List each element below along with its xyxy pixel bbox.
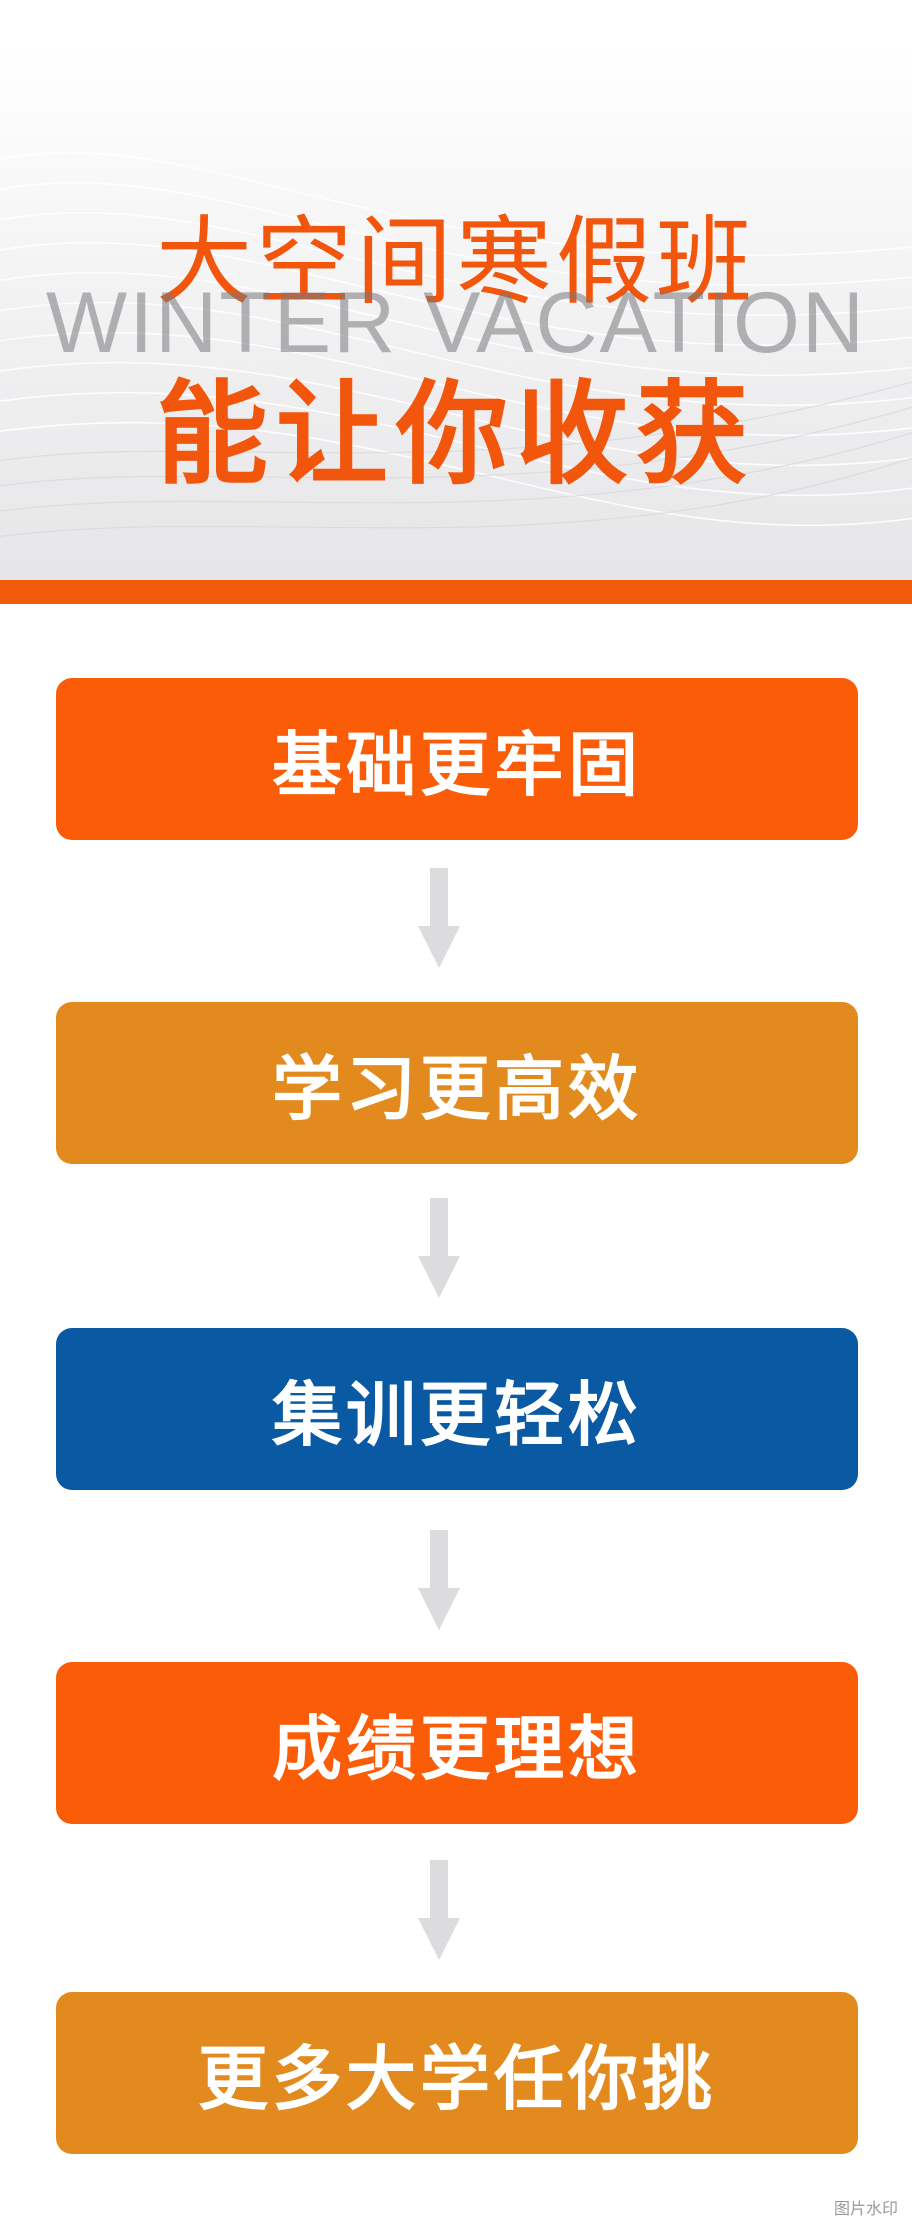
top-strip <box>0 0 912 44</box>
arrow-down-icon <box>418 1530 460 1630</box>
hero-banner: 大空间寒假班 WINTER VACATION 能让你收获 <box>0 44 912 580</box>
step-card-efficiency: 学习更高效 <box>56 1002 858 1164</box>
headline-sub: 能让你收获 <box>156 370 756 500</box>
step-card-foundation: 基础更牢固 <box>56 678 858 840</box>
step-label: 集训更轻松 <box>272 1373 642 1456</box>
headline-watermark-text: WINTER VACATION <box>46 275 866 371</box>
step-label: 成绩更理想 <box>272 1707 642 1790</box>
step-card-universities: 更多大学任你挑 <box>56 1992 858 2154</box>
headline-main: 大空间寒假班 <box>156 206 756 318</box>
accent-band <box>0 580 912 604</box>
step-card-training: 集训更轻松 <box>56 1328 858 1490</box>
arrow-down-icon <box>418 1198 460 1298</box>
arrow-down-icon <box>418 868 460 968</box>
wave-lines-decoration <box>0 151 912 538</box>
arrow-down-icon <box>418 1860 460 1960</box>
step-card-results: 成绩更理想 <box>56 1662 858 1824</box>
image-watermark-label: 图片水印 <box>833 2199 898 2218</box>
step-label: 基础更牢固 <box>272 723 642 806</box>
step-label: 学习更高效 <box>272 1047 642 1130</box>
step-label: 更多大学任你挑 <box>198 2037 716 2120</box>
